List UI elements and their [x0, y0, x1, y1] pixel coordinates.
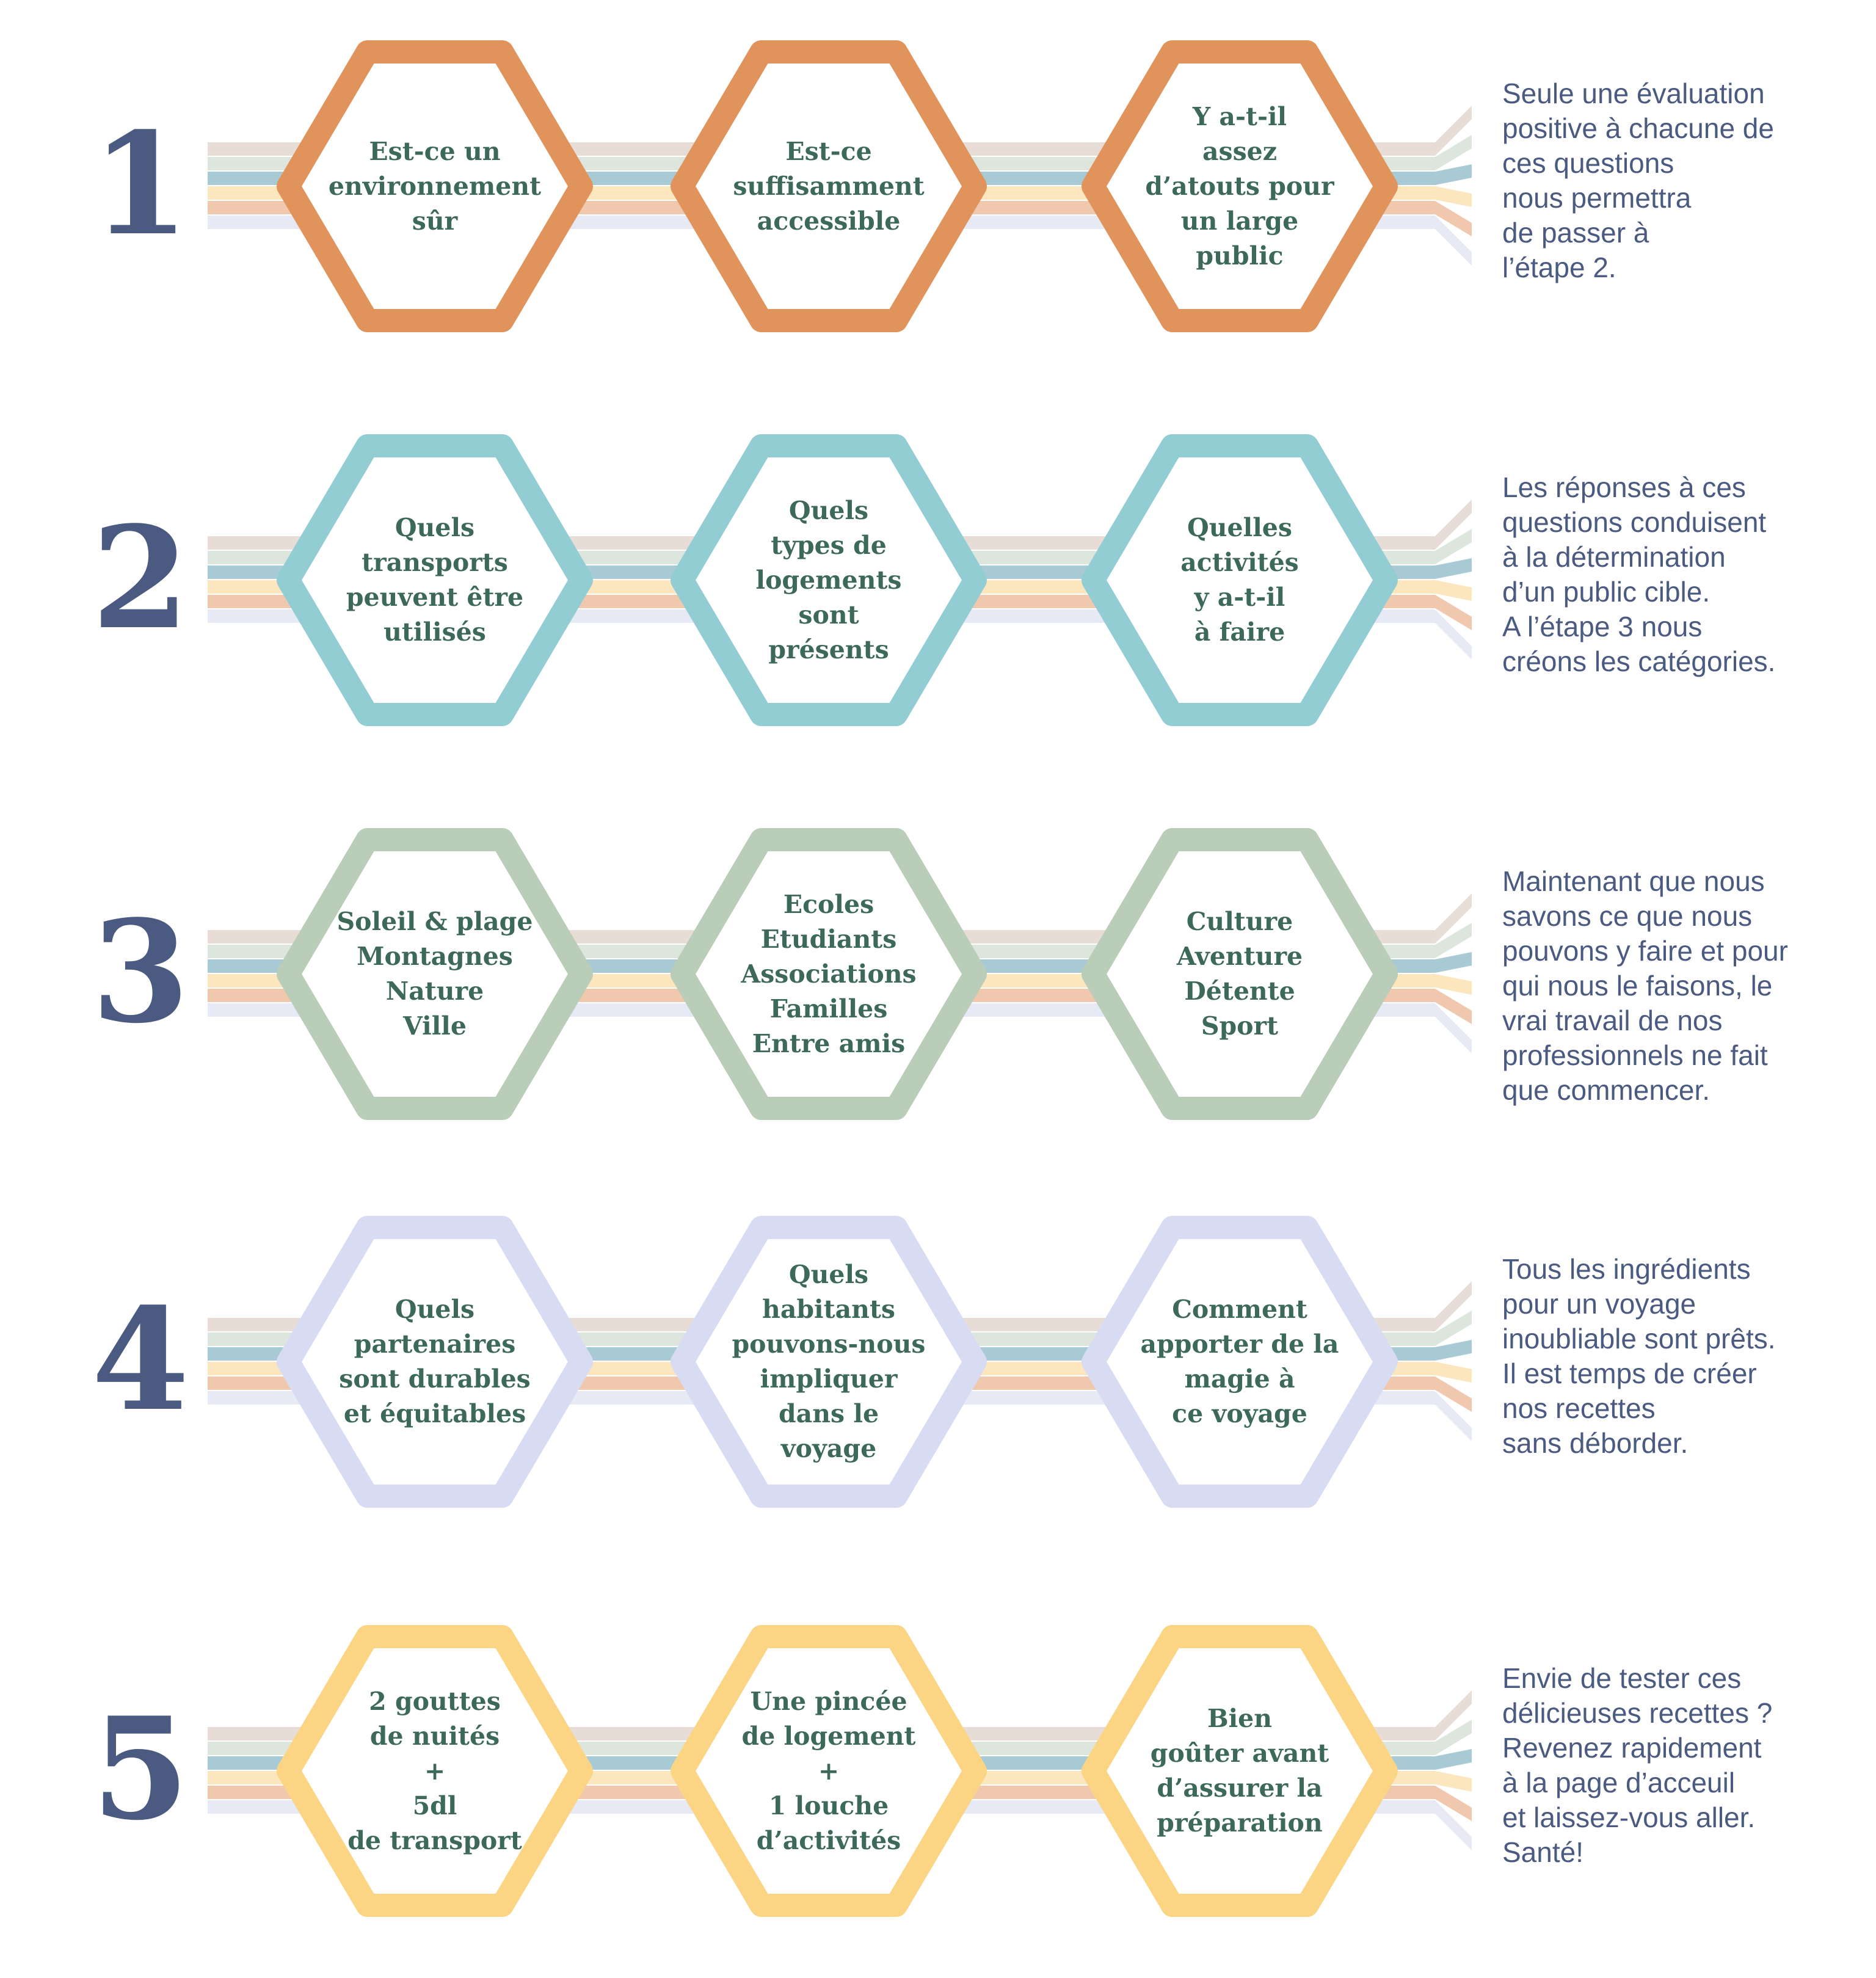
step-description: Tous les ingrédients pour un voyage inou…	[1502, 1253, 1776, 1459]
hexagon-shape	[277, 1216, 593, 1508]
hexagon-label: Culture Aventure Détente Sport	[1176, 907, 1303, 1041]
hexagon-shape	[671, 828, 987, 1120]
hexagon-label: Une pincée de logement + 1 louche d’acti…	[741, 1686, 916, 1855]
step-number: 2	[92, 496, 190, 661]
step-description: Les réponses à ces questions conduisent …	[1502, 471, 1776, 677]
hexagon-label: Quels partenaires sont durables et équit…	[339, 1295, 531, 1428]
hexagon-label: Quels types de logements sont présents	[755, 495, 902, 664]
hexagon-label: Y a-t-il assez d’atouts pour un large pu…	[1145, 101, 1334, 271]
hexagon-shape	[277, 1625, 593, 1917]
step-number: 3	[92, 890, 190, 1055]
hexagon-label: Est-ce suffisamment accessible	[733, 136, 925, 236]
hexagon-label: Quels transports peuvent être utilisés	[346, 513, 524, 647]
step-number: 1	[92, 102, 190, 267]
hexagon-label: Bien goûter avant d’assurer la préparati…	[1150, 1704, 1329, 1838]
step-description: Maintenant que nous savons ce que nous p…	[1502, 865, 1788, 1106]
hexagon-shape	[1082, 1625, 1398, 1917]
hexagon-label: Quelles activités y a-t-il à faire	[1180, 513, 1299, 647]
step-row-3	[208, 828, 1472, 1120]
hexagon-shape	[1082, 434, 1398, 726]
hexagon-shape	[1082, 1216, 1398, 1508]
hexagon-label: Quels habitants pouvons-nous impliquer d…	[732, 1260, 926, 1463]
hexagon-shape	[671, 1216, 987, 1508]
step-row-1	[208, 40, 1472, 332]
step-description: Envie de tester ces délicieuses recettes…	[1502, 1662, 1773, 1868]
step-row-4	[208, 1216, 1472, 1508]
step-description: Seule une évaluation positive à chacune …	[1502, 78, 1774, 283]
hexagon-shape	[1082, 40, 1398, 332]
hexagon-shape	[671, 40, 987, 332]
step-number: 4	[92, 1278, 190, 1442]
step-number: 5	[92, 1687, 190, 1852]
hexagon-label: 2 gouttes de nuités + 5dl de transport	[347, 1686, 522, 1855]
hexagon-shape	[671, 434, 987, 726]
hexagon-label: Soleil & plage Montagnes Nature Ville	[336, 907, 533, 1041]
hexagon-shape	[277, 40, 593, 332]
hexagon-shape	[277, 828, 593, 1120]
step-row-5	[208, 1625, 1472, 1917]
hexagon-label: Est-ce un environnement sûr	[328, 136, 542, 236]
hexagon-shape	[1082, 828, 1398, 1120]
hexagon-shape	[277, 434, 593, 726]
hexagon-label: Ecoles Etudiants Associations Familles E…	[741, 889, 917, 1058]
hexagon-shape	[671, 1625, 987, 1917]
step-row-2	[208, 434, 1472, 726]
hexagon-label: Comment apporter de la magie à ce voyage	[1140, 1295, 1339, 1428]
